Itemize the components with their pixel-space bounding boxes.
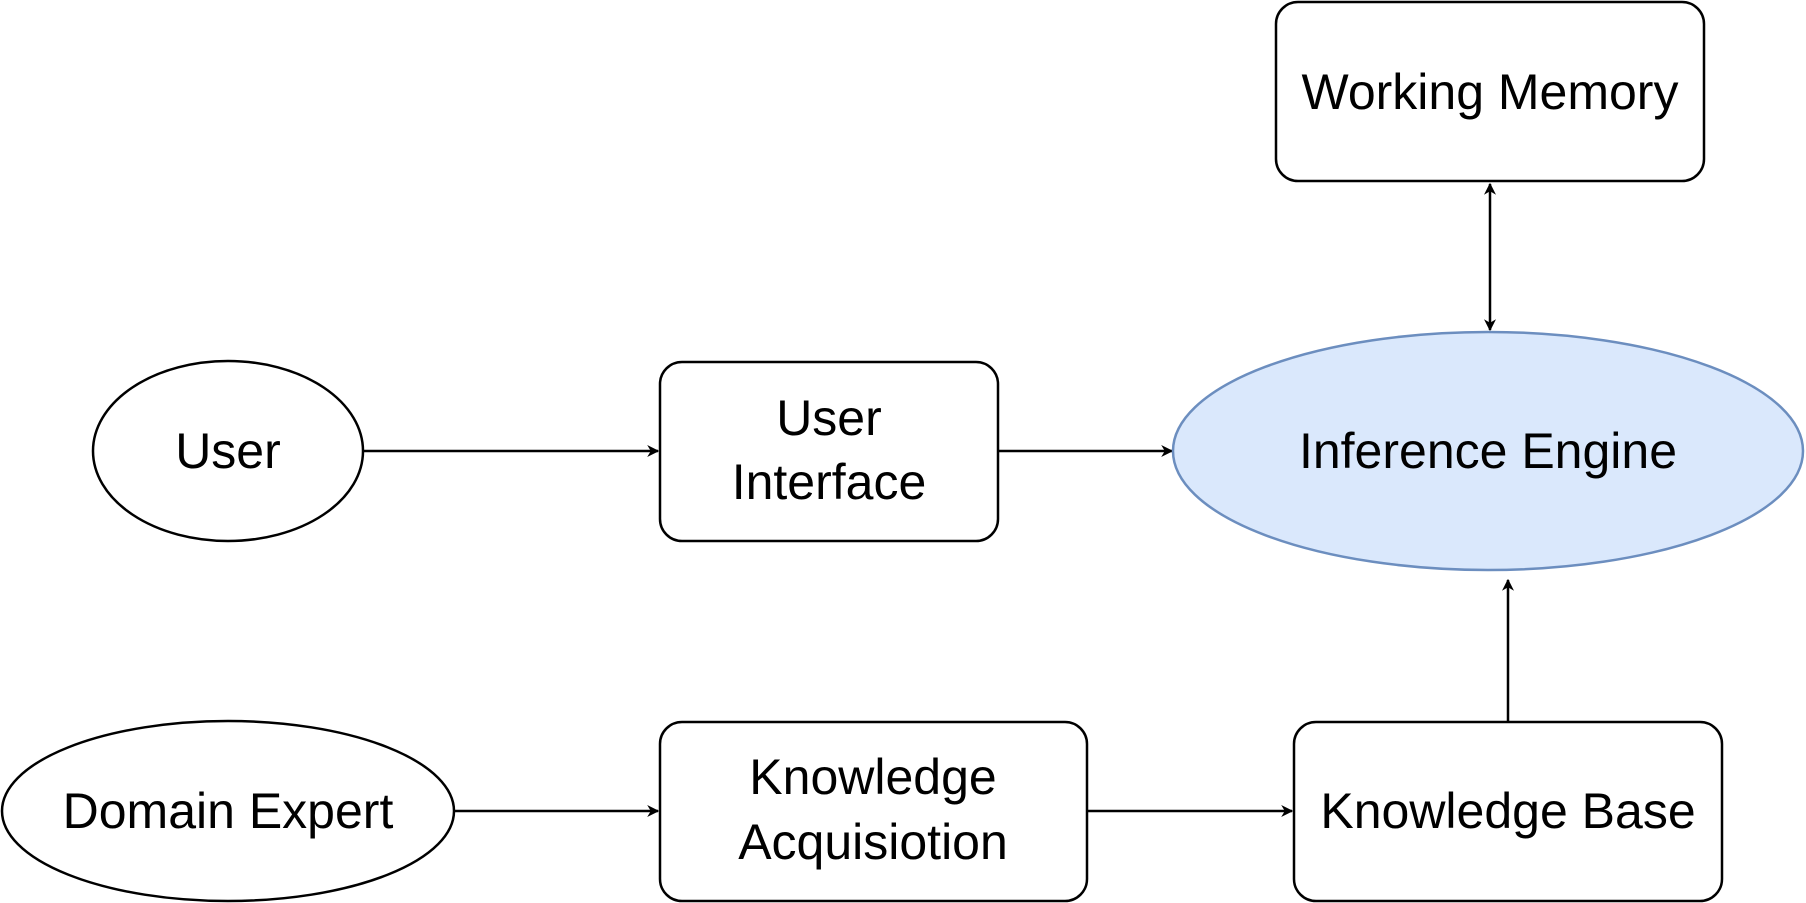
node-knowledge-base: Knowledge Base [1292, 720, 1724, 903]
knowledge-base-label: Knowledge Base [1320, 783, 1695, 839]
node-inference-engine: Inference Engine [1171, 330, 1805, 572]
node-user-interface: User Interface [658, 360, 1000, 543]
user-interface-label-line2: Interface [732, 454, 927, 510]
knowledge-acquisition-label-line1: Knowledge [749, 749, 996, 805]
node-domain-expert: Domain Expert [0, 719, 456, 903]
user-interface-label-line1: User [776, 390, 882, 446]
working-memory-label: Working Memory [1302, 64, 1679, 120]
node-working-memory: Working Memory [1274, 0, 1706, 183]
inference-engine-label: Inference Engine [1299, 423, 1677, 479]
node-user: User [91, 359, 365, 543]
knowledge-acquisition-label-line2: Acquisiotion [738, 814, 1008, 870]
user-label: User [175, 423, 281, 479]
node-knowledge-acquisition: Knowledge Acquisiotion [658, 720, 1089, 903]
domain-expert-label: Domain Expert [63, 783, 394, 839]
